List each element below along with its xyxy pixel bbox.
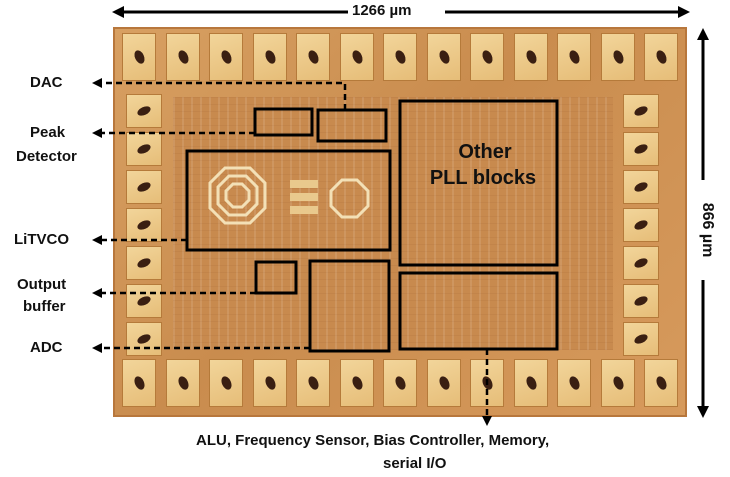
- varactor-circle: [329, 178, 370, 219]
- output-buffer-arrowhead: [92, 288, 102, 298]
- bond-pad: [470, 33, 504, 81]
- bond-pad: [126, 284, 162, 318]
- bond-pad: [383, 33, 417, 81]
- bond-pad: [165, 359, 200, 407]
- bottom-caption-line2: serial I/O: [383, 455, 447, 472]
- inductor-spiral: [208, 166, 267, 225]
- bond-pad: [426, 33, 461, 81]
- adc-box: [308, 259, 391, 353]
- bond-pad: [383, 359, 417, 407]
- alu-memory-box: [398, 271, 559, 351]
- bond-pad: [426, 359, 461, 407]
- bond-pad: [623, 132, 659, 166]
- width-arrowhead-right: [678, 6, 690, 18]
- other-pll-label-line1: Other: [458, 141, 512, 163]
- bond-pad: [126, 132, 162, 166]
- vco-core-cells: [290, 180, 318, 214]
- bond-pad: [339, 359, 374, 407]
- peak-detector-label-line1: Peak: [30, 124, 66, 141]
- adc-label: ADC: [30, 339, 63, 356]
- bond-pad: [209, 359, 243, 407]
- bond-pad: [623, 208, 659, 242]
- dac-leader: [100, 81, 347, 110]
- output-buffer-label-line1: Output: [17, 276, 67, 293]
- peak-detector-box: [253, 107, 314, 137]
- bond-pad: [623, 284, 659, 318]
- dac-label: DAC: [30, 74, 63, 91]
- width-dimension-label: 1266 µm: [352, 2, 412, 19]
- bottom-caption-line1: ALU, Frequency Sensor, Bias Controller, …: [196, 432, 550, 449]
- bond-pad: [623, 170, 659, 204]
- width-arrowhead-left: [112, 6, 124, 18]
- bond-pad: [600, 359, 635, 407]
- bond-pad: [513, 33, 548, 81]
- bond-pad: [122, 359, 156, 407]
- height-arrowhead-top: [697, 28, 709, 40]
- adc-arrowhead: [92, 343, 102, 353]
- litvco-label: LiTVCO: [14, 231, 69, 248]
- bottom-arrowhead: [482, 416, 492, 426]
- bond-pad: [126, 246, 162, 280]
- height-dimension-label: 866 µm: [699, 203, 716, 258]
- bond-pad: [600, 33, 635, 81]
- dac-box: [316, 108, 388, 143]
- bond-pad: [209, 33, 243, 81]
- bond-pad: [644, 359, 678, 407]
- bond-pad: [623, 246, 659, 280]
- bond-pad: [252, 359, 287, 407]
- peak-detector-arrowhead: [92, 128, 102, 138]
- height-arrowhead-bottom: [697, 406, 709, 418]
- bond-pad: [126, 170, 162, 204]
- bond-pad: [252, 33, 287, 81]
- other-pll-box: [398, 99, 559, 267]
- bond-pad: [623, 94, 659, 128]
- bond-pad: [296, 359, 330, 407]
- bond-pad: [126, 208, 162, 242]
- bond-pad: [339, 33, 374, 81]
- litvco-box: [185, 149, 392, 252]
- bond-pad: [126, 322, 162, 356]
- bond-pad: [557, 359, 591, 407]
- bond-pad: [623, 322, 659, 356]
- other-pll-label-line2: PLL blocks: [430, 167, 536, 189]
- bond-pad: [296, 33, 330, 81]
- litvco-arrowhead: [92, 235, 102, 245]
- output-buffer-box: [254, 260, 298, 295]
- bond-pad: [122, 33, 156, 81]
- chip-die: [113, 27, 687, 417]
- dac-arrowhead: [92, 78, 102, 88]
- bond-pad: [644, 33, 678, 81]
- bond-pad: [513, 359, 548, 407]
- peak-detector-label-line2: Detector: [16, 148, 77, 165]
- bond-pad: [126, 94, 162, 128]
- bond-pad: [557, 33, 591, 81]
- output-buffer-label-line2: buffer: [23, 298, 66, 315]
- bond-pad: [165, 33, 200, 81]
